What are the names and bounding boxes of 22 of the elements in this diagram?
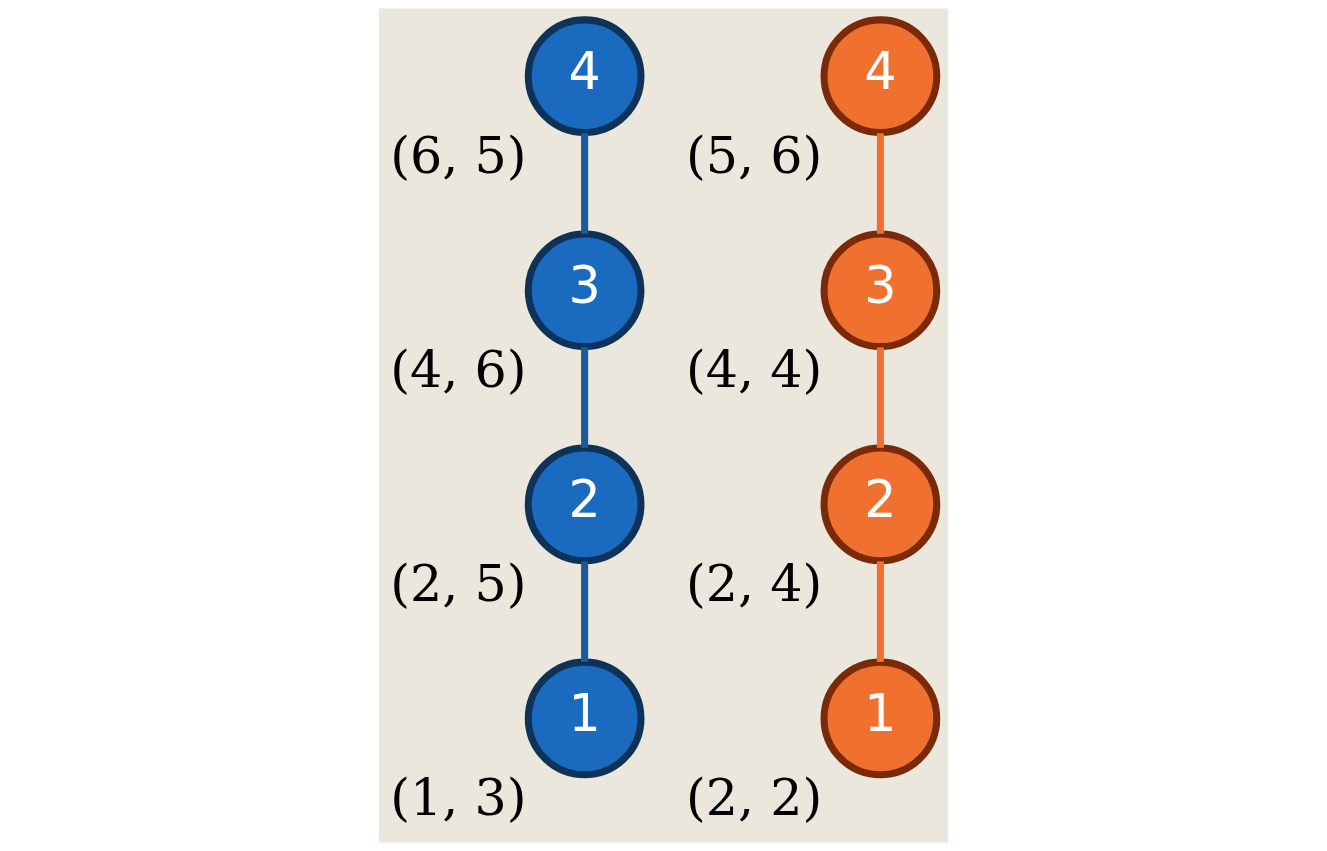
node-circle: 1: [820, 658, 941, 779]
connector: [876, 133, 884, 234]
node-circle: 2: [820, 444, 941, 565]
node-circle: 2: [524, 444, 645, 565]
node-label: (4, 6): [390, 340, 527, 400]
connector: [876, 561, 884, 662]
connector: [581, 561, 589, 662]
node-label: (1, 3): [390, 768, 527, 828]
node-circle: 3: [820, 230, 941, 351]
connector: [876, 347, 884, 448]
node-label: (4, 4): [686, 340, 823, 400]
connector: [581, 133, 589, 234]
node-label: (2, 4): [686, 554, 823, 614]
node-label: (2, 5): [390, 554, 527, 614]
connector: [581, 347, 589, 448]
node-circle: 4: [820, 16, 941, 137]
node-circle: 4: [524, 16, 645, 137]
node-label: (6, 5): [390, 126, 527, 186]
node-circle: 3: [524, 230, 645, 351]
node-label: (5, 6): [686, 126, 823, 186]
node-label: (2, 2): [686, 768, 823, 828]
node-circle: 1: [524, 658, 645, 779]
